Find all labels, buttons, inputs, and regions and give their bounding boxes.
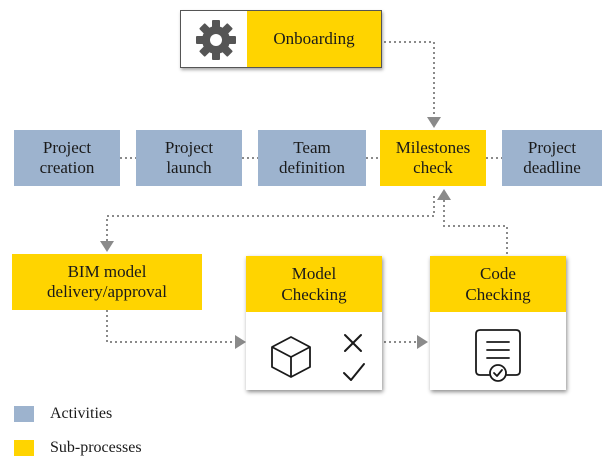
check-icon <box>342 362 366 382</box>
connector-bim-model <box>106 310 236 343</box>
model-checking-label-1: Model <box>291 264 337 283</box>
project-launch-node: Project launch <box>136 130 242 186</box>
arrowhead-code-checking <box>417 335 428 349</box>
bim-delivery-node: BIM model delivery/approval <box>12 254 202 310</box>
team-definition-label-2: definition <box>278 158 346 177</box>
milestones-check-label-1: Milestones <box>395 138 471 157</box>
code-checking-label-2: Checking <box>465 285 531 304</box>
team-definition-node: Team definition <box>258 130 366 186</box>
project-deadline-node: Project deadline <box>502 130 602 186</box>
onboarding-label-area: Onboarding <box>247 11 381 67</box>
project-creation-label-2: creation <box>39 158 95 177</box>
project-creation-label-1: Project <box>42 138 92 157</box>
legend-label-sub-processes: Sub-processes <box>50 439 142 456</box>
certificate-icon <box>472 328 524 384</box>
arrowhead-milestones-from-code <box>437 189 451 200</box>
project-launch-label-1: Project <box>164 138 214 157</box>
code-checking-card: Code Checking <box>430 256 566 390</box>
connector-milestones-bim <box>106 196 435 242</box>
bim-delivery-label-1: BIM model <box>67 262 147 281</box>
onboarding-node: Onboarding <box>180 10 382 68</box>
milestones-check-label-2: check <box>413 158 453 177</box>
code-checking-header: Code Checking <box>430 256 566 312</box>
onboarding-label: Onboarding <box>273 29 355 48</box>
model-checking-label-2: Checking <box>281 285 347 304</box>
cube-icon <box>268 334 314 380</box>
arrowhead-model-checking <box>235 335 246 349</box>
bim-delivery-label-2: delivery/approval <box>47 282 167 301</box>
project-deadline-label-1: Project <box>527 138 577 157</box>
project-launch-label-2: launch <box>166 158 212 177</box>
legend-swatch-sub-processes <box>14 440 34 456</box>
model-checking-header: Model Checking <box>246 256 382 312</box>
project-creation-node: Project creation <box>14 130 120 186</box>
arrowhead-bim <box>100 241 114 252</box>
connector-code-milestones <box>443 200 508 254</box>
project-deadline-label-2: deadline <box>523 158 581 177</box>
legend-swatch-activities <box>14 406 34 422</box>
model-checking-card: Model Checking <box>246 256 382 390</box>
milestones-check-node: Milestones check <box>380 130 486 186</box>
team-definition-label-1: Team <box>293 138 331 157</box>
code-checking-label-1: Code <box>480 264 516 283</box>
cross-icon <box>342 332 364 354</box>
legend-label-activities: Activities <box>50 405 113 422</box>
gear-icon <box>195 19 237 61</box>
connector-onboarding-milestones <box>384 41 435 118</box>
arrowhead-milestones <box>427 117 441 128</box>
